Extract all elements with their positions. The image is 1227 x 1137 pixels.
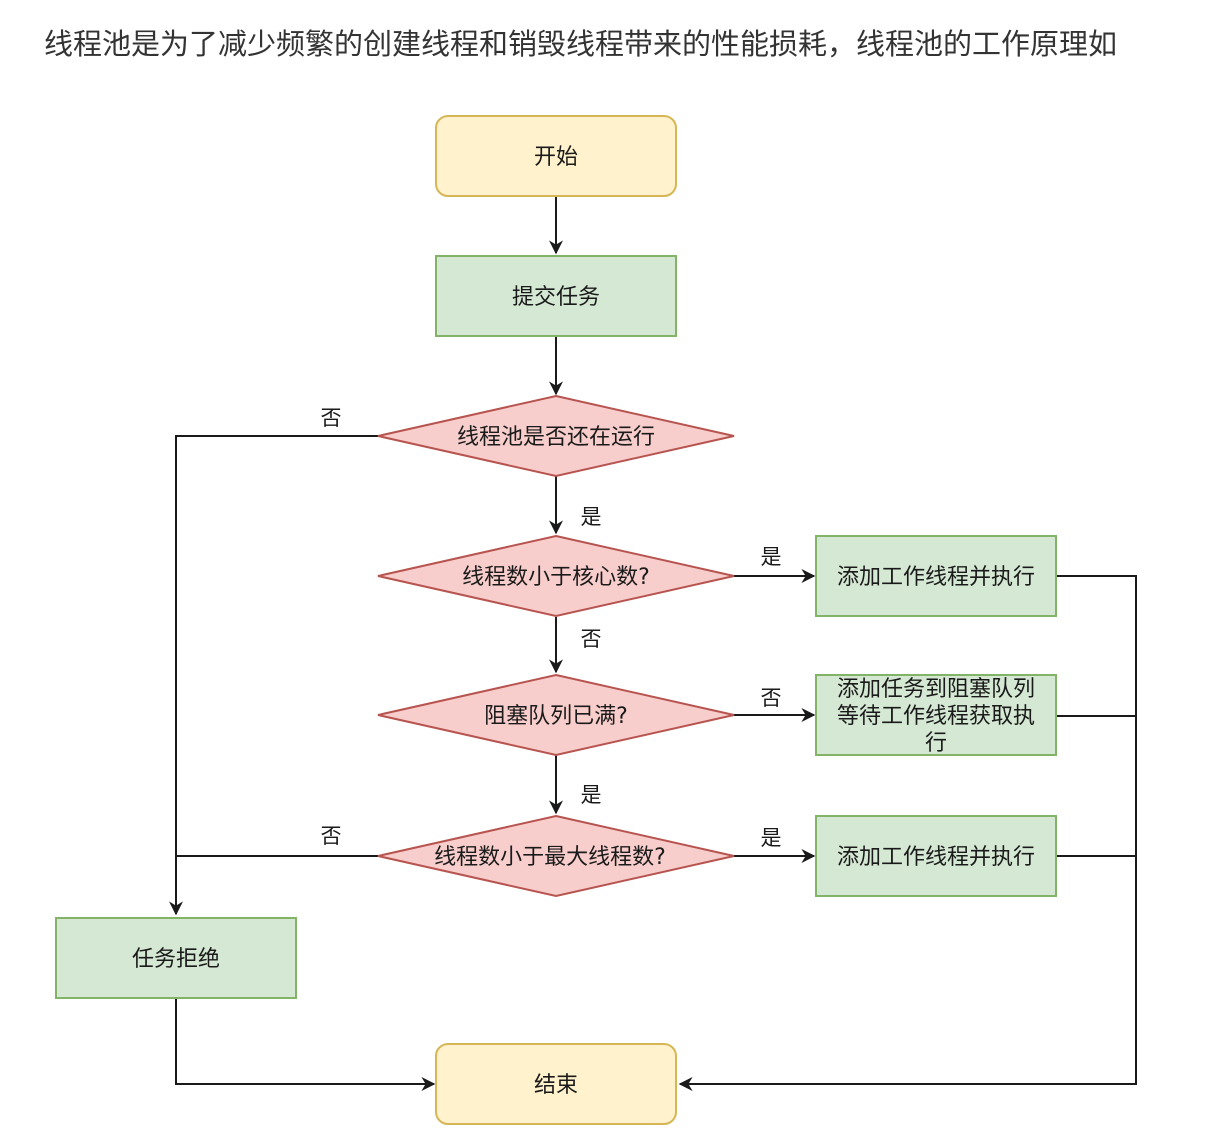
edge-labels: 否 是 是 否 否 是 否 是 [321,406,782,850]
node-add-worker-2: 添加工作线程并执行 [815,815,1057,897]
label-queue-yes: 是 [581,783,602,807]
node-core-decision: 线程数小于核心数? [377,534,735,618]
terminal-shape [435,115,677,197]
node-max-label: 线程数小于最大线程数? [434,845,666,870]
label-core-yes: 是 [761,545,782,569]
decision-shape [377,814,735,898]
node-start: 开始 [435,115,677,197]
node-start-label: 开始 [534,145,578,170]
node-add-worker-1: 添加工作线程并执行 [815,535,1057,617]
label-queue-no: 否 [761,686,782,710]
node-enqueue-line3: 行 [925,731,947,756]
label-running-no: 否 [321,406,342,430]
node-enqueue-line1: 添加任务到阻塞队列 [837,677,1035,702]
process-shape [815,535,1057,617]
intro-paragraph: 线程池是为了减少频繁的创建线程和销毁线程带来的性能损耗，线程池的工作原理如 [44,27,1118,61]
node-reject-label: 任务拒绝 [132,947,220,972]
decision-shape [377,394,735,478]
process-shape [815,674,1057,756]
decision-shape [377,534,735,618]
label-max-yes: 是 [761,826,782,850]
node-running-decision: 线程池是否还在运行 [377,394,735,478]
node-enqueue-line2: 等待工作线程获取执 [837,704,1035,729]
node-running-label: 线程池是否还在运行 [457,425,655,450]
process-shape [815,815,1057,897]
node-add-worker-1-label: 添加工作线程并执行 [837,565,1035,590]
label-core-no: 否 [581,627,602,651]
edge-worker1-to-end [678,575,1137,1091]
node-max-decision: 线程数小于最大线程数? [377,814,735,898]
node-end: 结束 [435,1043,677,1125]
edges [169,196,1137,1091]
node-enqueue: 添加任务到阻塞队列 等待工作线程获取执 行 [815,674,1057,756]
node-reject: 任务拒绝 [55,917,297,999]
edge-reject-to-end [175,998,436,1091]
node-end-label: 结束 [534,1073,578,1098]
terminal-shape [435,1043,677,1125]
label-running-yes: 是 [581,505,602,529]
node-submit-label: 提交任务 [512,285,600,310]
process-shape [55,917,297,999]
node-queue-decision: 阻塞队列已满? [377,673,735,757]
node-queue-label: 阻塞队列已满? [484,704,628,729]
decision-shape [377,673,735,757]
node-add-worker-2-label: 添加工作线程并执行 [837,845,1035,870]
edge-running-no-to-reject [169,435,378,916]
node-submit: 提交任务 [435,255,677,337]
process-shape [435,255,677,337]
label-max-no: 否 [321,824,342,848]
node-core-label: 线程数小于核心数? [462,565,650,590]
